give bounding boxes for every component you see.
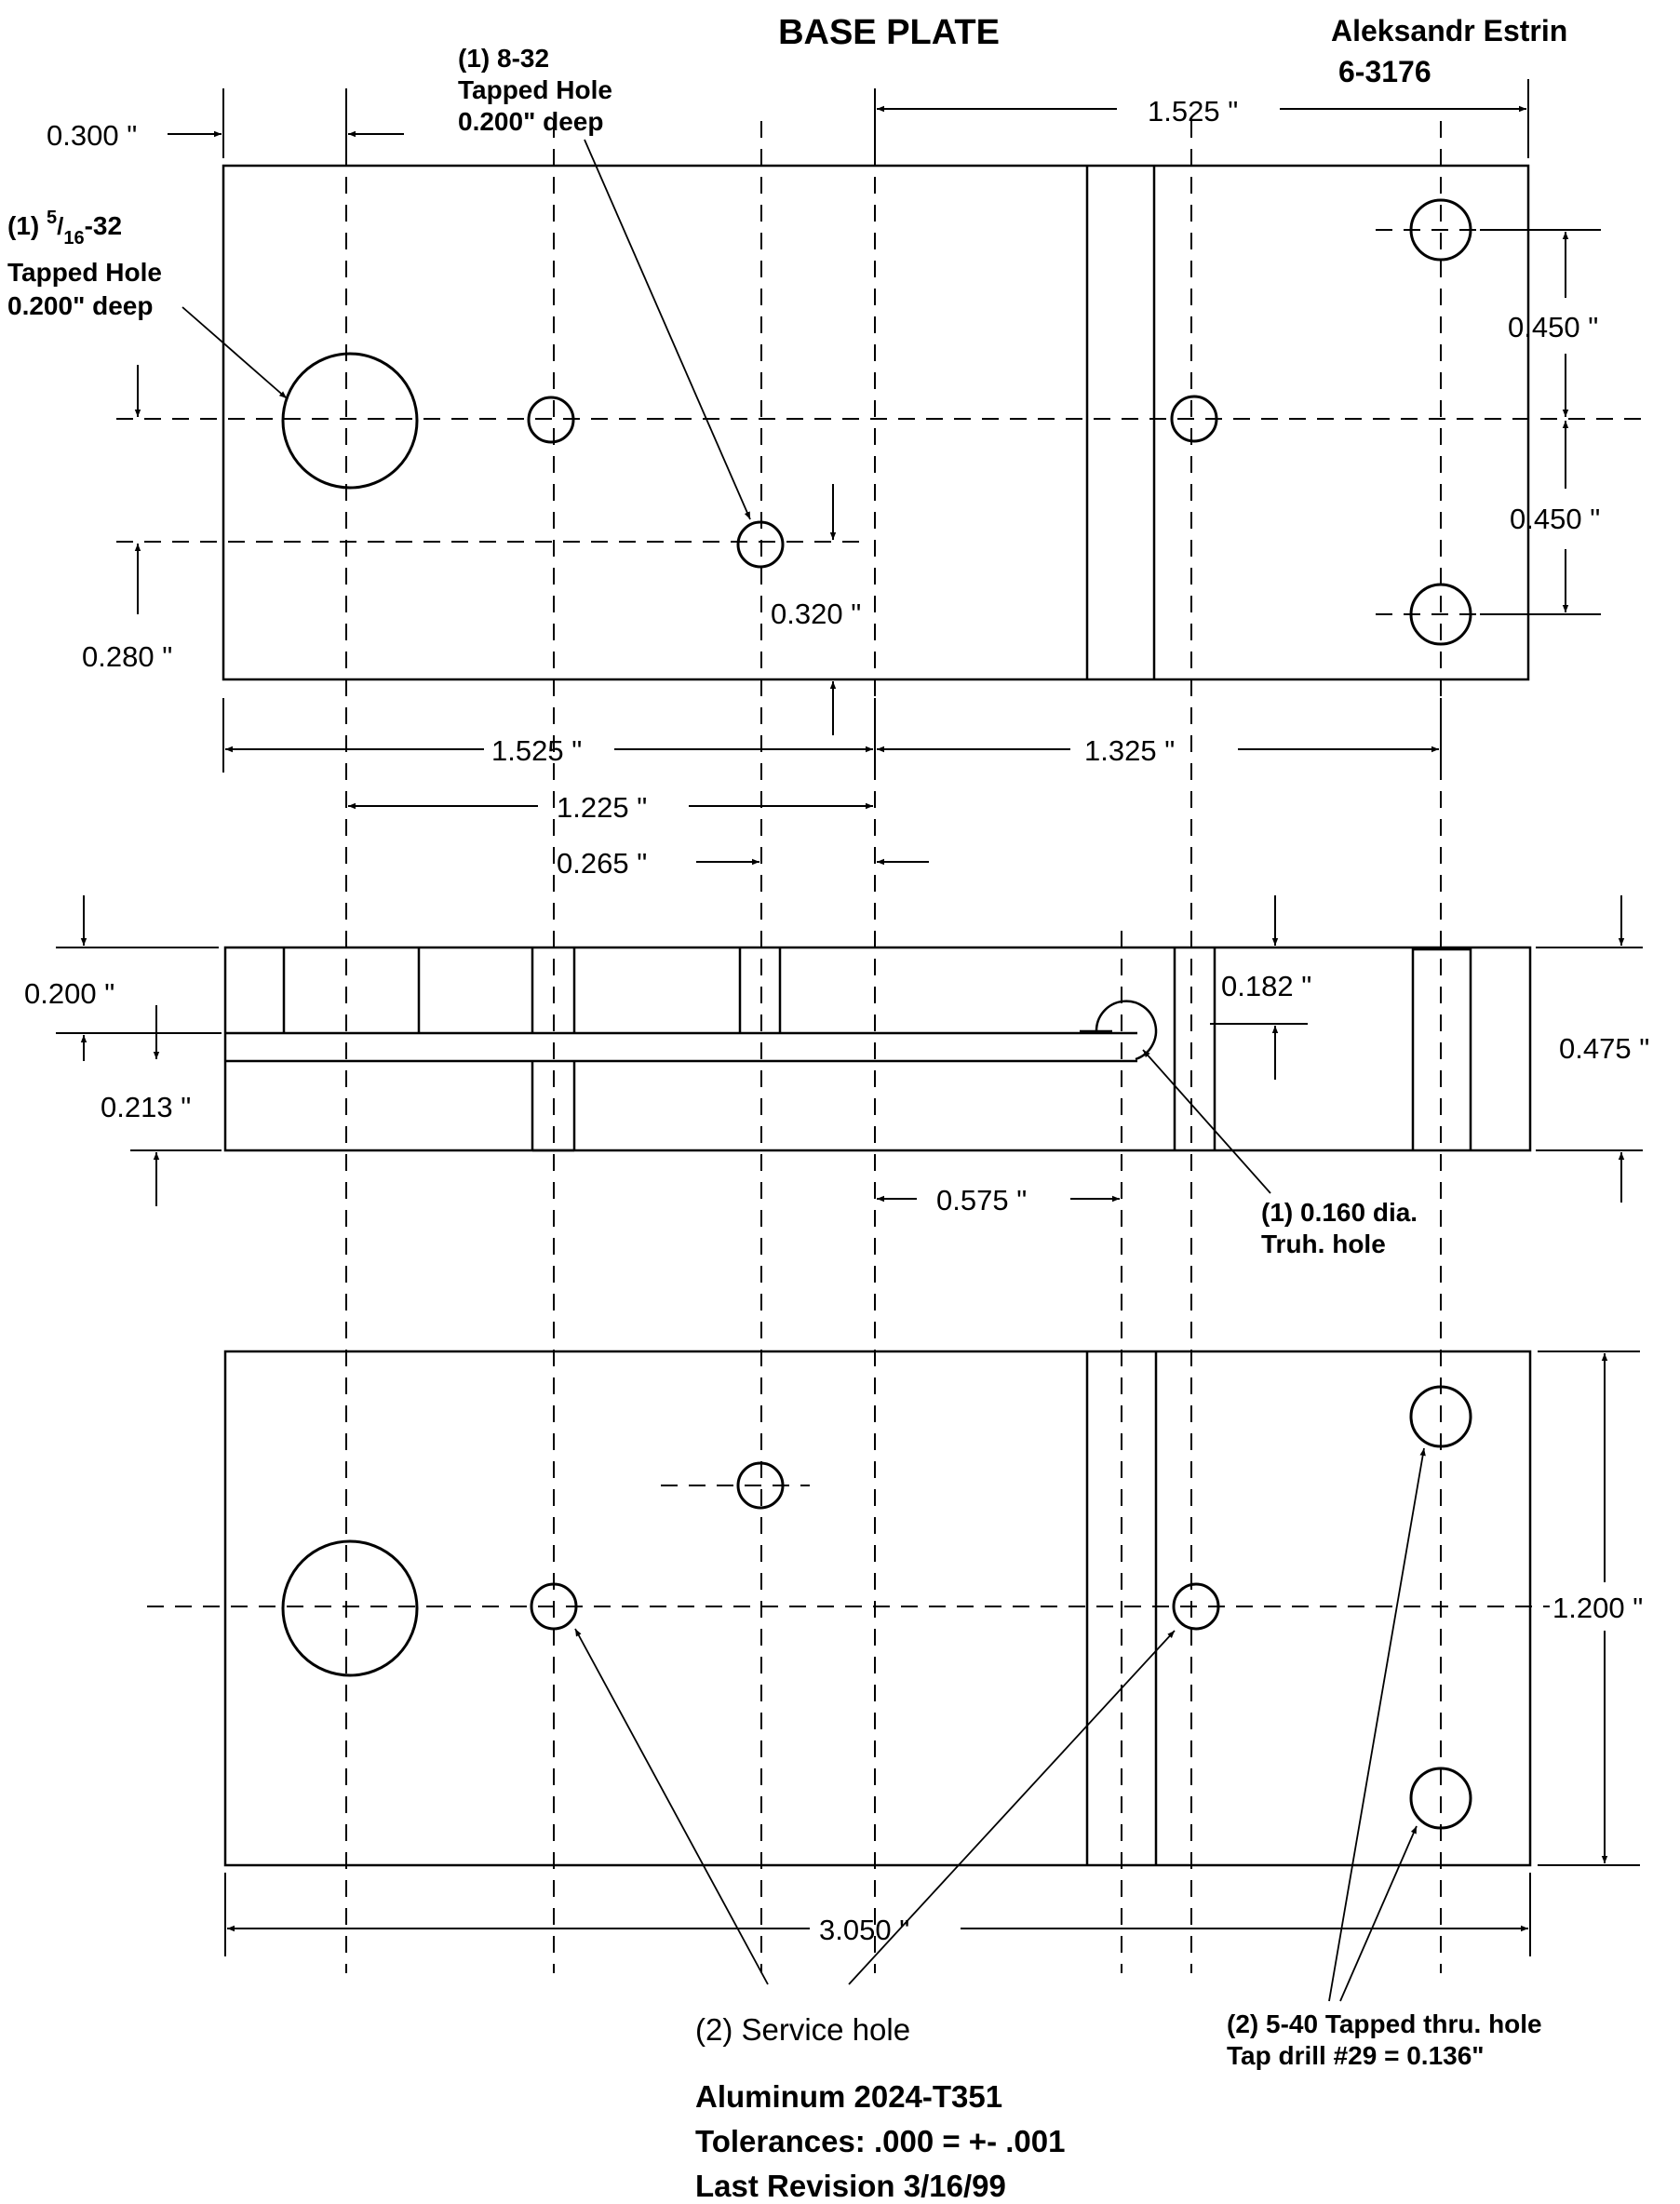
side-view-dimensions: 0.200 " 0.213 " 0.182 " 0.475 " 0.575 " [24, 895, 1649, 1216]
note-516-line3: 0.200" deep [7, 291, 153, 320]
tapped-540-hole [1409, 1385, 1472, 1448]
dim-0450-a: 0.450 " [1508, 311, 1598, 343]
note-832-line3: 0.200" deep [458, 107, 603, 136]
small-hole [1170, 395, 1218, 443]
dim-1200: 1.200 " [1552, 1592, 1643, 1624]
tolerance-note: Tolerances: .000 = +- .001 [695, 2124, 1065, 2158]
tapped-832-hole [736, 520, 785, 569]
bottom-view [147, 1350, 1550, 1867]
top-view [116, 164, 1647, 681]
side-view-callouts: (1) 0.160 dia. Truh. hole [1142, 1049, 1418, 1258]
small-hole [527, 396, 575, 444]
dim-0280: 0.280 " [82, 640, 172, 673]
dim-0320: 0.320 " [771, 598, 861, 630]
dim-3050: 3.050 " [819, 1914, 909, 1946]
small-hole [736, 1461, 785, 1510]
dim-0450-b: 0.450 " [1510, 503, 1600, 535]
top-view-callouts: (1) 8-32 Tapped Hole 0.200" deep (1) 5/1… [7, 44, 751, 520]
note-thru-hole-line1: (1) 0.160 dia. [1261, 1198, 1418, 1227]
dim-0475: 0.475 " [1559, 1032, 1649, 1065]
dim-0213: 0.213 " [101, 1091, 191, 1123]
revision-note: Last Revision 3/16/99 [695, 2169, 1006, 2203]
large-hole [281, 1539, 419, 1677]
tapped-540-hole [1409, 1767, 1472, 1830]
note-540-line2: Tap drill #29 = 0.136" [1227, 2041, 1485, 2070]
note-thru-hole-line2: Truh. hole [1261, 1230, 1386, 1258]
bottom-view-outline [223, 1350, 1532, 1867]
footer-notes: Aluminum 2024-T351 Tolerances: .000 = +-… [695, 2079, 1065, 2203]
dim-0182: 0.182 " [1221, 970, 1311, 1002]
dim-0300: 0.300 " [47, 119, 137, 152]
note-516-line2: Tapped Hole [7, 258, 162, 287]
note-service-hole: (2) Service hole [695, 2012, 910, 2047]
top-view-outline [222, 164, 1530, 681]
note-832-line2: Tapped Hole [458, 75, 612, 104]
bottom-view-dimensions: 1.200 " 3.050 " [224, 1351, 1643, 1956]
dim-0265: 0.265 " [557, 847, 647, 880]
bottom-view-callouts: (2) Service hole (2) 5-40 Tapped thru. h… [574, 1447, 1542, 2070]
vertical-reference-lines [345, 121, 1442, 1973]
dim-1225: 1.225 " [557, 791, 647, 824]
note-516-line1: (1) 5/16-32 [7, 208, 122, 249]
dim-1525-top: 1.525 " [1148, 95, 1238, 128]
top-view-dimensions: 0.300 " 1.525 " 0.450 " 0.450 " 0.280 " … [47, 79, 1601, 880]
drawing-title: BASE PLATE [778, 13, 1000, 52]
side-view [223, 946, 1532, 1152]
note-832-line1: (1) 8-32 [458, 44, 549, 73]
dim-0200: 0.200 " [24, 977, 114, 1010]
large-tapped-hole [281, 352, 419, 490]
author-name: Aleksandr Estrin [1331, 14, 1567, 47]
dim-1525-bottom: 1.525 " [491, 734, 582, 767]
side-view-outline [223, 946, 1532, 1152]
service-hole [530, 1582, 578, 1631]
author-number: 6-3176 [1338, 55, 1431, 88]
note-540-line1: (2) 5-40 Tapped thru. hole [1227, 2009, 1542, 2038]
dim-1325: 1.325 " [1084, 734, 1175, 767]
service-hole [1172, 1582, 1220, 1631]
material-note: Aluminum 2024-T351 [695, 2079, 1002, 2114]
dim-0575: 0.575 " [936, 1184, 1027, 1216]
